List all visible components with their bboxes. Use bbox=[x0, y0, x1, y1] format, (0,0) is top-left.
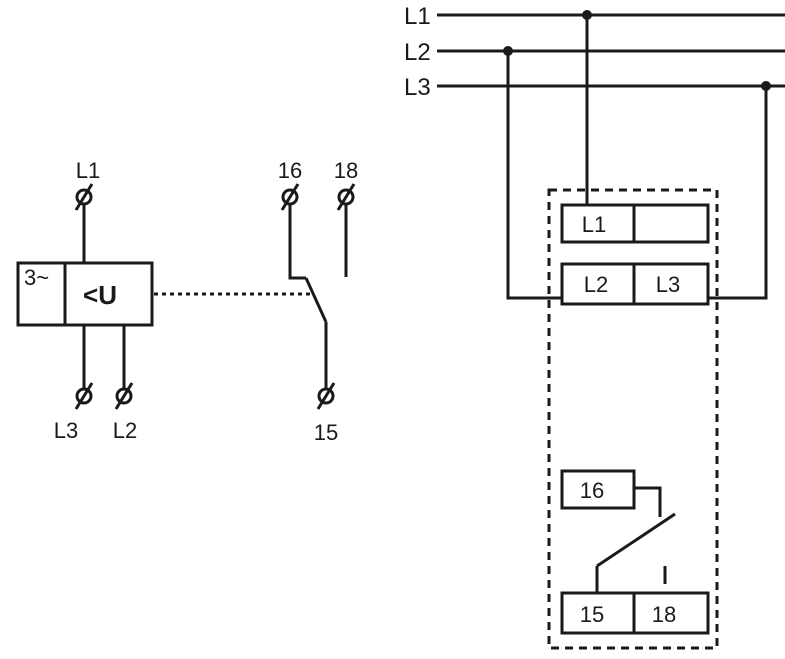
terminal-block-16 bbox=[560, 469, 636, 510]
terminal-block-l1 bbox=[560, 203, 636, 244]
contact-blade bbox=[304, 277, 328, 323]
terminal-l3-label: L3 bbox=[54, 418, 78, 443]
terminal-l1-label: L1 bbox=[76, 158, 100, 183]
contact-16-label: 16 bbox=[278, 158, 302, 183]
drop-l2 bbox=[506, 51, 562, 300]
device-l3-label: L3 bbox=[656, 272, 680, 297]
terminal-15-icon bbox=[317, 387, 335, 405]
terminal-l2-icon bbox=[115, 387, 133, 405]
device-18-label: 18 bbox=[652, 602, 676, 627]
bus-l3-label: L3 bbox=[404, 74, 431, 101]
device-contact-blade bbox=[596, 512, 676, 568]
contact-16-wire bbox=[288, 204, 306, 280]
bus-l1-label: L1 bbox=[404, 3, 431, 30]
device-l1-label: L1 bbox=[582, 212, 606, 237]
device-contact-16-wire bbox=[634, 486, 662, 517]
device-l2-label: L2 bbox=[584, 272, 608, 297]
contact-18-label: 18 bbox=[334, 158, 358, 183]
relay-symbol: L1 3~ <U L3 L2 16 18 bbox=[16, 158, 358, 445]
terminal-block-15 bbox=[560, 591, 636, 635]
relay-body bbox=[16, 261, 154, 327]
function-label: <U bbox=[83, 280, 117, 310]
device-15-label: 15 bbox=[580, 602, 604, 627]
device-enclosure bbox=[547, 188, 719, 650]
bus-l2-label: L2 bbox=[404, 39, 431, 66]
device-16-label: 16 bbox=[580, 478, 604, 503]
phase-label: 3~ bbox=[24, 265, 49, 290]
terminal-l3-icon bbox=[75, 387, 93, 405]
drop-l3 bbox=[708, 86, 768, 300]
terminal-l2-label: L2 bbox=[113, 418, 137, 443]
terminal-block-empty bbox=[632, 203, 710, 244]
contact-15-label: 15 bbox=[314, 420, 338, 445]
terminal-block-18 bbox=[632, 591, 710, 635]
terminal-block-l3 bbox=[632, 262, 710, 306]
connection-diagram: L1 L2 L3 L1 L2 L3 16 bbox=[404, 3, 785, 650]
